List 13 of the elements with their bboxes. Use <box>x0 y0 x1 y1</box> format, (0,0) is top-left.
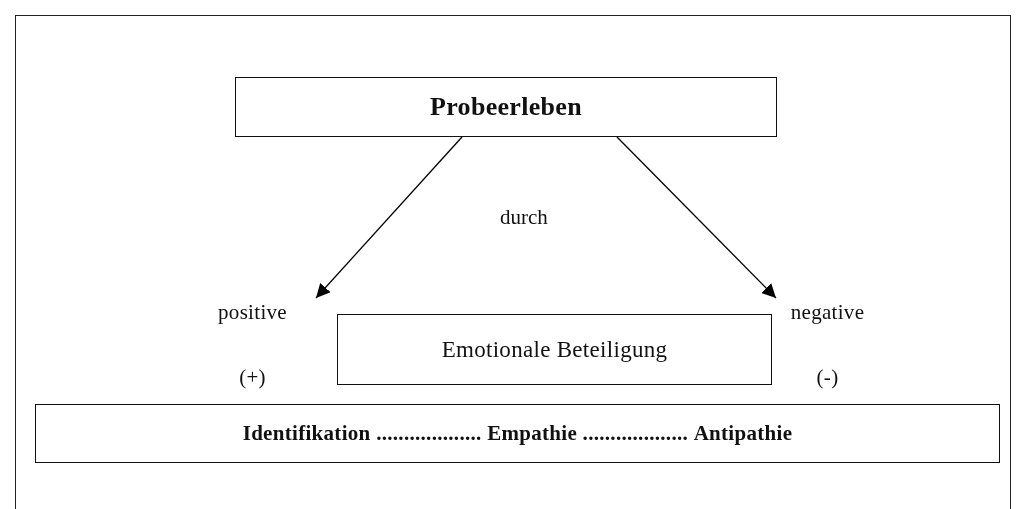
arrow <box>315 136 463 299</box>
connector-label: durch <box>500 205 548 230</box>
label-text: (-) <box>816 364 839 390</box>
spectrum-text: Identifikation ................... Empathie ................... Antipathie <box>242 420 793 447</box>
label-text: positive <box>218 300 287 326</box>
title-box <box>235 77 777 137</box>
arrow <box>616 136 777 299</box>
box-text: Emotionale Beteiligung <box>441 335 668 364</box>
spectrum-box <box>35 404 1000 463</box>
label-text: (+) <box>239 364 266 390</box>
box-title: Probeerleben <box>430 91 582 123</box>
label-text: negative <box>790 300 865 326</box>
concept-box <box>337 314 772 385</box>
